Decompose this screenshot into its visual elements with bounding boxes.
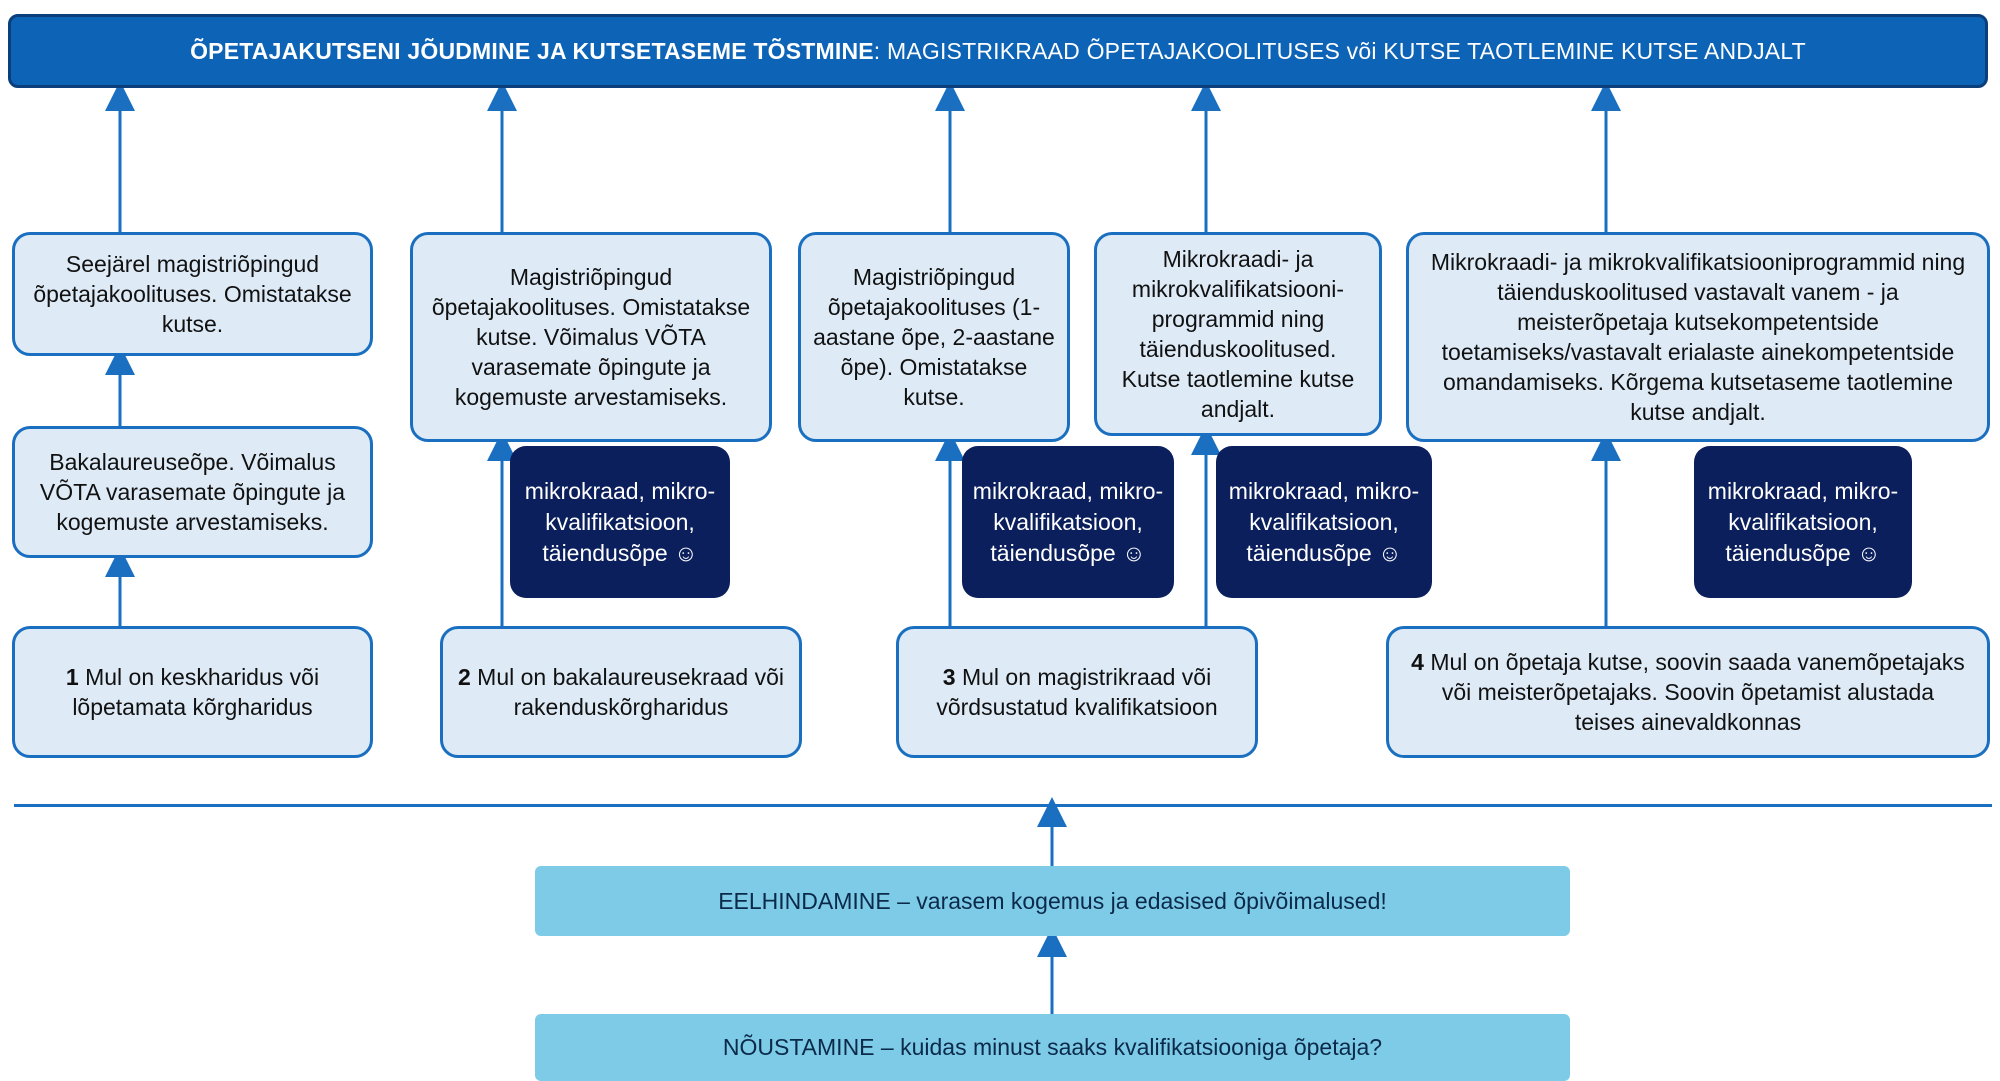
path2-upper-box: Magistriõpingud õpetajakoolituses. Omist…	[410, 232, 772, 442]
path4-micro-text: mikrokraad, mikro-kvalifikatsioon, täien…	[1707, 477, 1899, 566]
path1-upper-text: Seejärel magistriõpingud õpetajakoolitus…	[33, 251, 352, 337]
path3-start-text: Mul on magistrikraad või võrdsustatud kv…	[936, 664, 1218, 720]
path2-start-box: 2 Mul on bakalaureusekraad või rakendusk…	[440, 626, 802, 758]
goal-banner: ÕPETAJAKUTSENI JÕUDMINE JA KUTSETASEME T…	[8, 14, 1988, 88]
path3-number: 3	[942, 664, 956, 690]
path4-start-text: Mul on õpetaja kutse, soovin saada vanem…	[1423, 649, 1965, 735]
path3-micro-left-text: mikrokraad, mikro-kvalifikatsioon, täien…	[972, 477, 1164, 566]
path4-start-box: 4 Mul on õpetaja kutse, soovin saada van…	[1386, 626, 1990, 758]
path4-micro-box: mikrokraad, mikro-kvalifikatsioon, täien…	[1694, 446, 1912, 598]
banner-rest-text: : MAGISTRIKRAAD ÕPETAJAKOOLITUSES või KU…	[873, 37, 1806, 64]
path3-micro-left-box: mikrokraad, mikro-kvalifikatsioon, täien…	[962, 446, 1174, 598]
path3-start-box: 3 Mul on magistrikraad või võrdsustatud …	[896, 626, 1258, 758]
path3-micro-right-box: mikrokraad, mikro-kvalifikatsioon, täien…	[1216, 446, 1432, 598]
path4-number: 4	[1411, 649, 1424, 675]
path2-micro-text: mikrokraad, mikro-kvalifikatsioon, täien…	[524, 477, 716, 566]
path3-upper-right-box: Mikrokraadi- ja mikrokvalifikatsiooni-pr…	[1094, 232, 1382, 436]
path3-upper-left-text: Magistriõpingud õpetajakoolituses (1-aas…	[813, 264, 1055, 410]
banner-bold-text: ÕPETAJAKUTSENI JÕUDMINE JA KUTSETASEME T…	[190, 37, 874, 64]
path1-upper-box: Seejärel magistriõpingud õpetajakoolitus…	[12, 232, 373, 356]
path1-start-text: Mul on keskharidus või lõpetamata kõrgha…	[72, 664, 320, 720]
path2-start-text: Mul on bakalaureusekraad või rakenduskõr…	[470, 664, 785, 720]
path1-middle-box: Bakalaureuseõpe. Võimalus VÕTA varasemat…	[12, 426, 373, 558]
path4-upper-text: Mikrokraadi- ja mikrokvalifikatsioonipro…	[1430, 249, 1966, 425]
path4-upper-box: Mikrokraadi- ja mikrokvalifikatsioonipro…	[1406, 232, 1990, 442]
eelhindamine-text: EELHINDAMINE – varasem kogemus ja edasis…	[718, 887, 1387, 914]
horizontal-divider	[14, 804, 1992, 807]
path2-number: 2	[457, 664, 471, 690]
path3-upper-right-text: Mikrokraadi- ja mikrokvalifikatsiooni-pr…	[1121, 246, 1355, 422]
path3-upper-left-box: Magistriõpingud õpetajakoolituses (1-aas…	[798, 232, 1070, 442]
noustamine-text: NÕUSTAMINE – kuidas minust saaks kvalifi…	[722, 1034, 1383, 1060]
path2-micro-box: mikrokraad, mikro-kvalifikatsioon, täien…	[510, 446, 730, 598]
path3-micro-right-text: mikrokraad, mikro-kvalifikatsioon, täien…	[1228, 477, 1420, 566]
path2-upper-text: Magistriõpingud õpetajakoolituses. Omist…	[431, 264, 751, 410]
noustamine-bar: NÕUSTAMINE – kuidas minust saaks kvalifi…	[535, 1014, 1570, 1081]
eelhindamine-bar: EELHINDAMINE – varasem kogemus ja edasis…	[535, 866, 1570, 936]
path1-start-box: 1 Mul on keskharidus või lõpetamata kõrg…	[12, 626, 373, 758]
path1-middle-text: Bakalaureuseõpe. Võimalus VÕTA varasemat…	[39, 449, 346, 535]
path1-number: 1	[65, 664, 79, 690]
